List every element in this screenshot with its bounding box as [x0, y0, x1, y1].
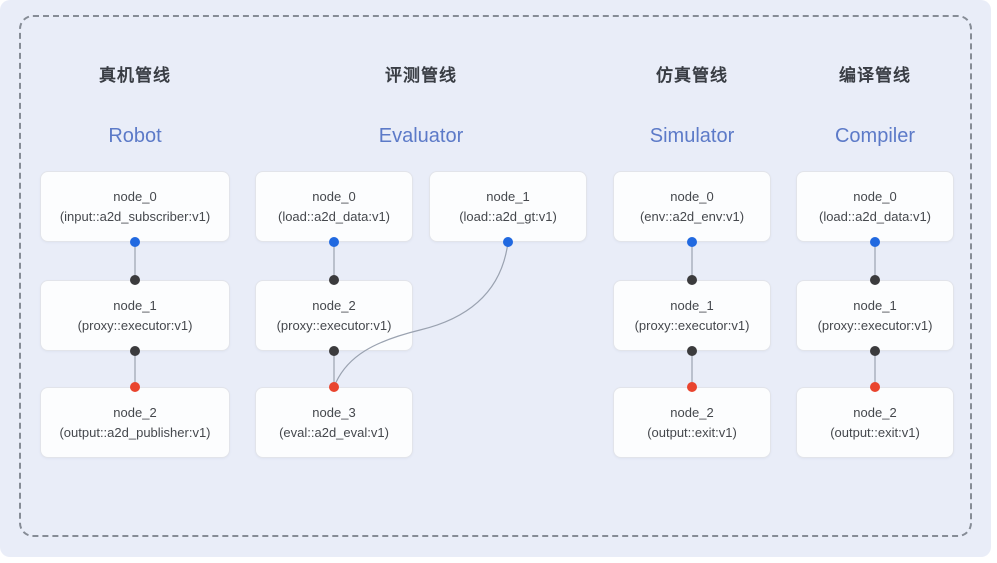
pipeline-title-en-evaluator: Evaluator [378, 125, 464, 147]
pipeline-title-en-compiler: Compiler [834, 125, 916, 147]
node-name: node_0 [853, 188, 897, 204]
node-name: node_1 [113, 297, 157, 313]
node-card-evaluator-node_2: node_2 (proxy::executor:v1) [255, 280, 413, 351]
node-type: (load::a2d_gt:v1) [459, 208, 557, 224]
node-card-compiler-node_1: node_1 (proxy::executor:v1) [796, 280, 954, 351]
pipeline-title-zh-compiler: 编译管线 [839, 66, 911, 85]
node-type: (output::exit:v1) [830, 424, 920, 440]
node-type: (proxy::executor:v1) [817, 317, 933, 333]
node-card-evaluator-node_0: node_0 (load::a2d_data:v1) [255, 171, 413, 242]
node-card-robot-node_1: node_1 (proxy::executor:v1) [40, 280, 230, 351]
pipeline-title-en-robot: Robot [108, 125, 162, 147]
pipeline-title-zh-evaluator: 评测管线 [385, 66, 457, 85]
node-type: (load::a2d_data:v1) [277, 208, 391, 224]
node-card-compiler-node_2: node_2 (output::exit:v1) [796, 387, 954, 458]
node-card-simulator-node_1: node_1 (proxy::executor:v1) [613, 280, 771, 351]
node-card-robot-node_0: node_0 (input::a2d_subscriber:v1) [40, 171, 230, 242]
node-type: (input::a2d_subscriber:v1) [59, 208, 211, 224]
node-card-evaluator-node_1: node_1 (load::a2d_gt:v1) [429, 171, 587, 242]
pipeline-group-border [19, 15, 972, 537]
node-name: node_0 [113, 188, 157, 204]
node-name: node_2 [113, 404, 157, 420]
node-type: (output::a2d_publisher:v1) [59, 424, 211, 440]
node-type: (env::a2d_env:v1) [639, 208, 745, 224]
node-type: (load::a2d_data:v1) [818, 208, 932, 224]
pipeline-title-en-simulator: Simulator [649, 125, 735, 147]
node-name: node_1 [670, 297, 714, 313]
node-type: (proxy::executor:v1) [276, 317, 392, 333]
node-type: (proxy::executor:v1) [77, 317, 193, 333]
node-name: node_2 [670, 404, 714, 420]
node-card-compiler-node_0: node_0 (load::a2d_data:v1) [796, 171, 954, 242]
node-name: node_1 [853, 297, 897, 313]
node-name: node_3 [312, 404, 356, 420]
node-card-robot-node_2: node_2 (output::a2d_publisher:v1) [40, 387, 230, 458]
node-name: node_2 [853, 404, 897, 420]
node-card-evaluator-node_3: node_3 (eval::a2d_eval:v1) [255, 387, 413, 458]
node-card-simulator-node_2: node_2 (output::exit:v1) [613, 387, 771, 458]
pipeline-title-zh-simulator: 仿真管线 [656, 66, 728, 85]
pipeline-title-zh-robot: 真机管线 [99, 66, 171, 85]
node-type: (output::exit:v1) [647, 424, 737, 440]
node-name: node_2 [312, 297, 356, 313]
node-card-simulator-node_0: node_0 (env::a2d_env:v1) [613, 171, 771, 242]
node-type: (eval::a2d_eval:v1) [279, 424, 389, 440]
node-type: (proxy::executor:v1) [634, 317, 750, 333]
node-name: node_1 [486, 188, 530, 204]
node-name: node_0 [670, 188, 714, 204]
node-name: node_0 [312, 188, 356, 204]
